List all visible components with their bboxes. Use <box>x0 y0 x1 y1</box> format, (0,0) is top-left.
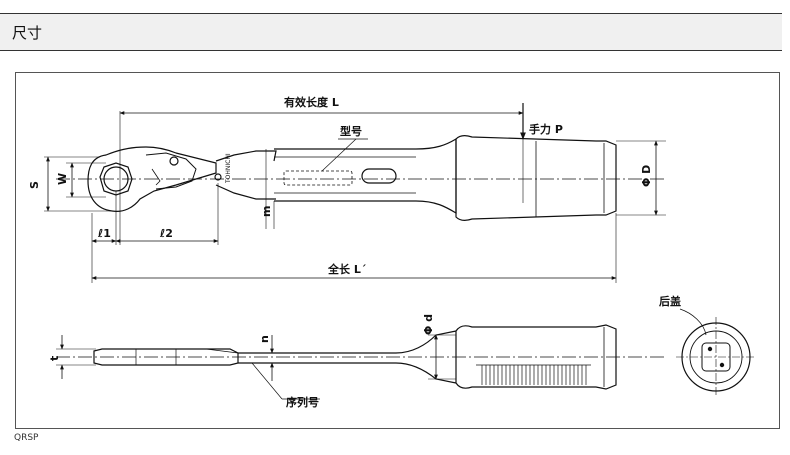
dim-D-label: Φ D <box>640 165 653 187</box>
side-dimensions <box>56 334 456 400</box>
dim-l1-label: ℓ1 <box>97 227 111 240</box>
section-title: 尺寸 <box>12 24 43 42</box>
grip-ribs <box>476 364 591 385</box>
dim-l2-label: ℓ2 <box>159 227 173 240</box>
side-view <box>56 324 666 390</box>
rear-cap-view <box>676 308 756 397</box>
dim-w-label: W <box>56 173 69 185</box>
dim-d-label: Φ d <box>422 314 435 335</box>
handle-grip <box>455 135 617 221</box>
dim-n-label: n <box>258 335 271 343</box>
brand-mark: TOHNICHI <box>225 153 232 184</box>
dim-s-label: S <box>28 181 41 189</box>
serial-number-label: 序列号 <box>286 395 319 409</box>
ratchet-head <box>87 146 217 212</box>
rear-cap-label: 后盖 <box>659 294 681 308</box>
section-header: 尺寸 <box>0 13 782 51</box>
model-caption: QRSP <box>14 433 39 443</box>
lock-slot <box>361 168 397 184</box>
dim-t-label: t <box>48 356 61 361</box>
total-length-label: 全长 L´ <box>327 262 366 276</box>
dimension-drawing: TOHNICHI <box>15 72 780 429</box>
effective-length-label: 有效长度 L <box>284 95 339 109</box>
top-view: TOHNICHI <box>56 135 666 221</box>
wrench-drawing-svg: TOHNICHI <box>28 95 756 409</box>
model-number-label: 型号 <box>340 124 362 138</box>
dim-m-label: m <box>260 206 273 217</box>
socket-hole <box>99 162 133 196</box>
scale-window <box>283 170 353 186</box>
side-handle <box>455 324 617 390</box>
top-dimensions <box>44 103 666 283</box>
hand-force-label: 手力 P <box>529 122 563 136</box>
